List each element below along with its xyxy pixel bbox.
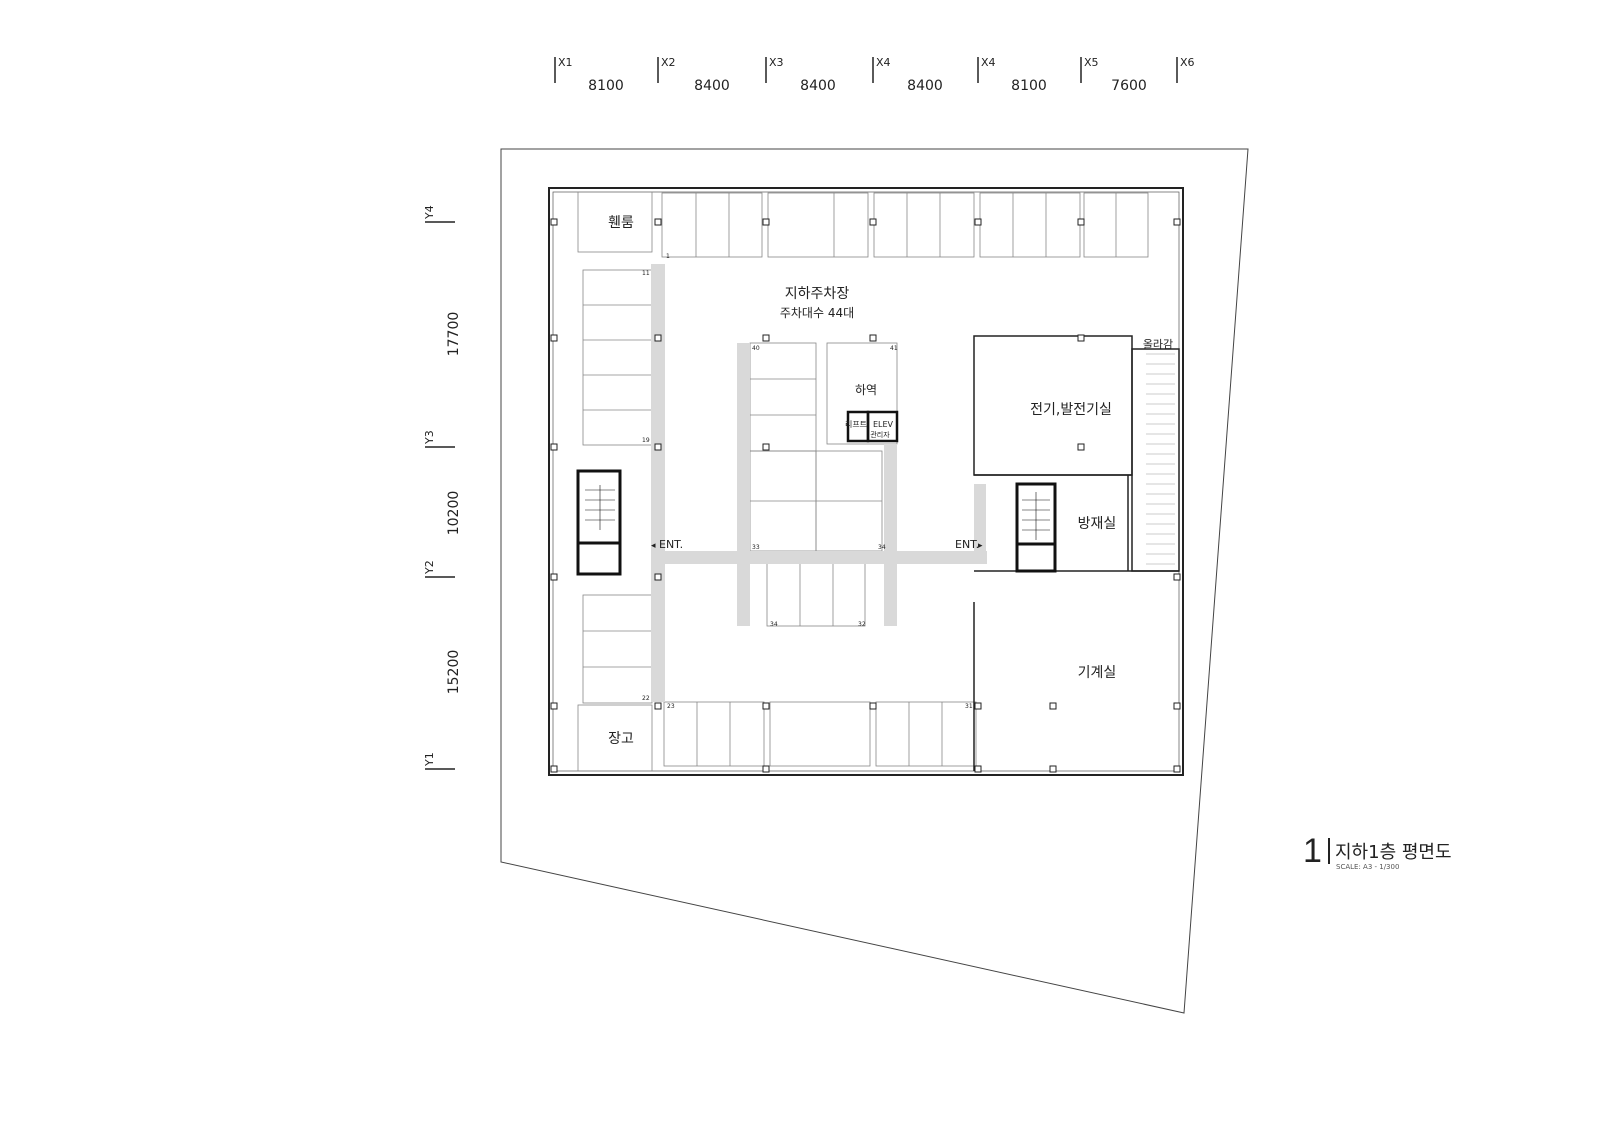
building-outer-wall: [548, 187, 1184, 776]
stall-number: 41: [890, 345, 898, 352]
parking-title: 지하주차장: [785, 286, 850, 302]
ramp-up-label: 올라감: [1143, 338, 1173, 351]
manager-label: 관리자: [870, 430, 890, 439]
left-side-rooms: [577, 191, 653, 772]
stall-number: 19: [642, 437, 650, 444]
stall-number: 11: [642, 270, 650, 277]
structural-columns: [550, 218, 1181, 773]
stall-number: 40: [752, 345, 760, 352]
drawing-title: 지하1층 평면도: [1335, 842, 1452, 863]
stall-number: 22: [642, 695, 650, 702]
y-axis-label-1: Y1: [423, 752, 436, 767]
storage-label: 장고: [608, 731, 634, 747]
x-span-6: 7600: [1111, 78, 1147, 94]
x-axis-label-6: X5: [1084, 56, 1099, 69]
ramp-stripes: [1146, 353, 1175, 565]
stall-number: 34: [878, 544, 886, 551]
y-span-2: 10200: [446, 491, 462, 536]
electric-room-label: 전기,발전기실: [1030, 402, 1112, 418]
x-axis-label-5: X4: [981, 56, 996, 69]
left-stair-core: [576, 469, 622, 576]
x-span-1: 8100: [588, 78, 624, 94]
disaster-room-label: 방재실: [1078, 516, 1117, 532]
stall-number: 34: [770, 621, 778, 628]
top-parking-row: [661, 192, 1149, 258]
parking-count: 주차대수 44대: [780, 306, 854, 320]
x-grid-markers: [554, 57, 1178, 83]
x-span-4: 8400: [907, 78, 943, 94]
y-span-3: 15200: [446, 650, 462, 695]
site-boundary: [500, 148, 1249, 1014]
ent-left-label: ENT.: [659, 538, 683, 551]
lift-label: 리프트: [845, 420, 867, 429]
y-axis-label-3: Y3: [423, 430, 436, 445]
title-divider: [1328, 838, 1330, 864]
machine-room-label: 기계실: [1078, 665, 1117, 681]
drawing-number: 1: [1303, 832, 1322, 870]
x-span-5: 8100: [1011, 78, 1047, 94]
stall-number: 31: [965, 703, 973, 710]
y-axis-label-2: Y2: [423, 560, 436, 575]
stall-number: 23: [667, 703, 675, 710]
x-axis-label-2: X2: [661, 56, 676, 69]
stall-number: 33: [752, 544, 760, 551]
x-axis-label-4: X4: [876, 56, 891, 69]
right-stair-core: [1015, 482, 1057, 573]
bottom-parking-row: [663, 701, 977, 767]
x-axis-label-3: X3: [769, 56, 784, 69]
ent-right-label: ENT.: [955, 538, 979, 551]
left-parking-column: [582, 269, 653, 704]
x-span-2: 8400: [694, 78, 730, 94]
x-axis-label-1: X1: [558, 56, 573, 69]
right-rooms: [973, 335, 1180, 771]
drawing-scale: SCALE: A3 - 1/300: [1336, 863, 1400, 871]
ent-right-arrow: ▸: [978, 541, 983, 551]
stall-number: 32: [858, 621, 866, 628]
central-parking-island: [749, 342, 898, 627]
ent-left-arrow: ◂: [651, 541, 656, 551]
y-span-1: 17700: [446, 312, 462, 357]
y-grid-markers: [425, 221, 455, 770]
stall-number: 1: [666, 253, 670, 260]
building-inner-wall: [552, 191, 1180, 772]
x-span-3: 8400: [800, 78, 836, 94]
x-axis-label-7: X6: [1180, 56, 1195, 69]
dry-area-label: 휀룸: [608, 215, 634, 231]
lift-elevator-core: [846, 410, 899, 443]
loading-label: 하역: [855, 383, 877, 397]
elev-label: ELEV: [873, 420, 894, 429]
driving-aisles: [651, 264, 987, 702]
y-axis-label-4: Y4: [423, 205, 436, 220]
